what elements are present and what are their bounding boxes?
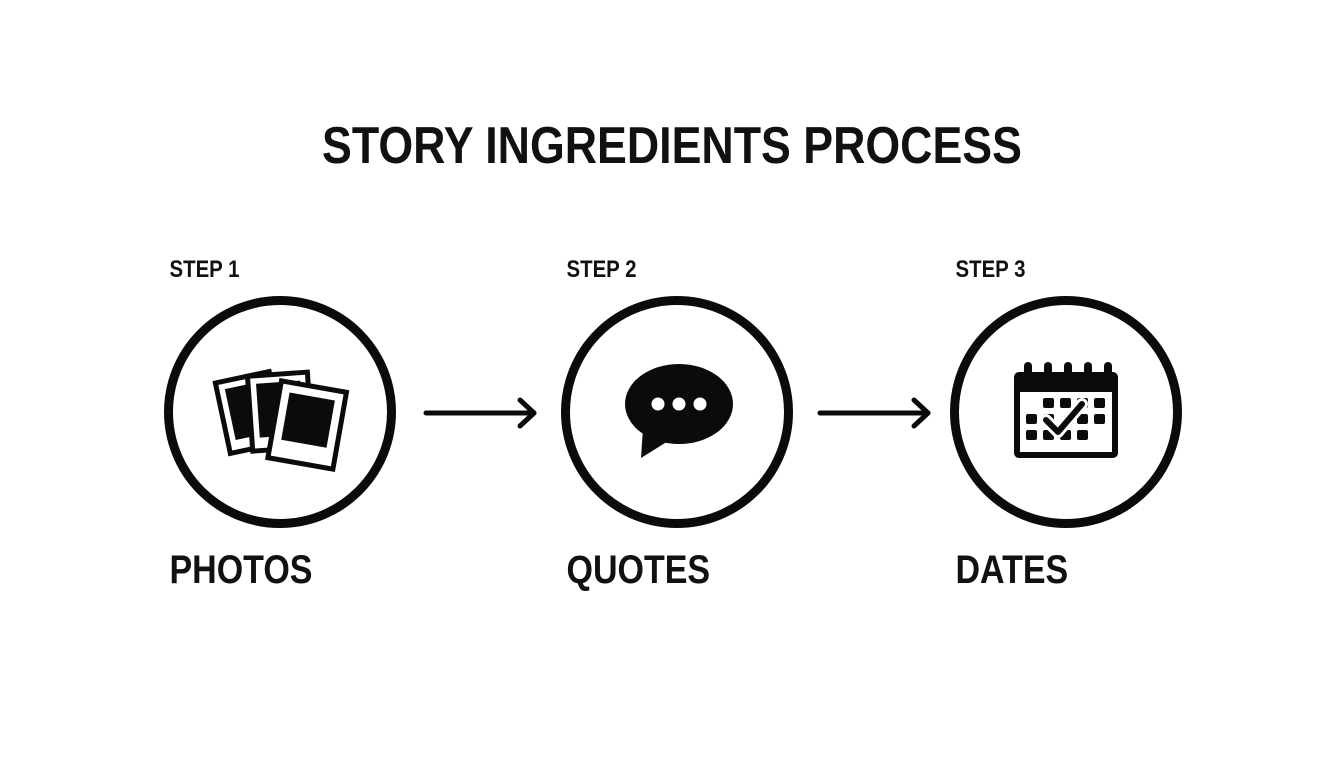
arrow-right-icon: [423, 397, 537, 429]
step-2-circle: [561, 296, 793, 528]
step-3-circle: [950, 296, 1182, 528]
photos-icon: [212, 368, 350, 473]
step-1-name: PHOTOS: [169, 548, 313, 592]
step-3: STEP 3 DATES: [936, 0, 1196, 768]
step-1-circle: [164, 296, 396, 528]
step-1-label: STEP 1: [169, 256, 240, 283]
step-1: STEP 1 PHOTOS: [150, 0, 410, 768]
calendar-check-icon: [1014, 362, 1118, 458]
diagram-title: STORY INGREDIENTS PROCESS: [322, 117, 1022, 175]
step-3-label: STEP 3: [955, 256, 1026, 283]
arrow-right-icon: [817, 397, 931, 429]
step-2-label: STEP 2: [566, 256, 637, 283]
step-2-name: QUOTES: [566, 548, 711, 592]
speech-bubble-icon: [625, 364, 733, 458]
step-3-name: DATES: [955, 548, 1069, 592]
step-2: STEP 2 QUOTES: [547, 0, 807, 768]
